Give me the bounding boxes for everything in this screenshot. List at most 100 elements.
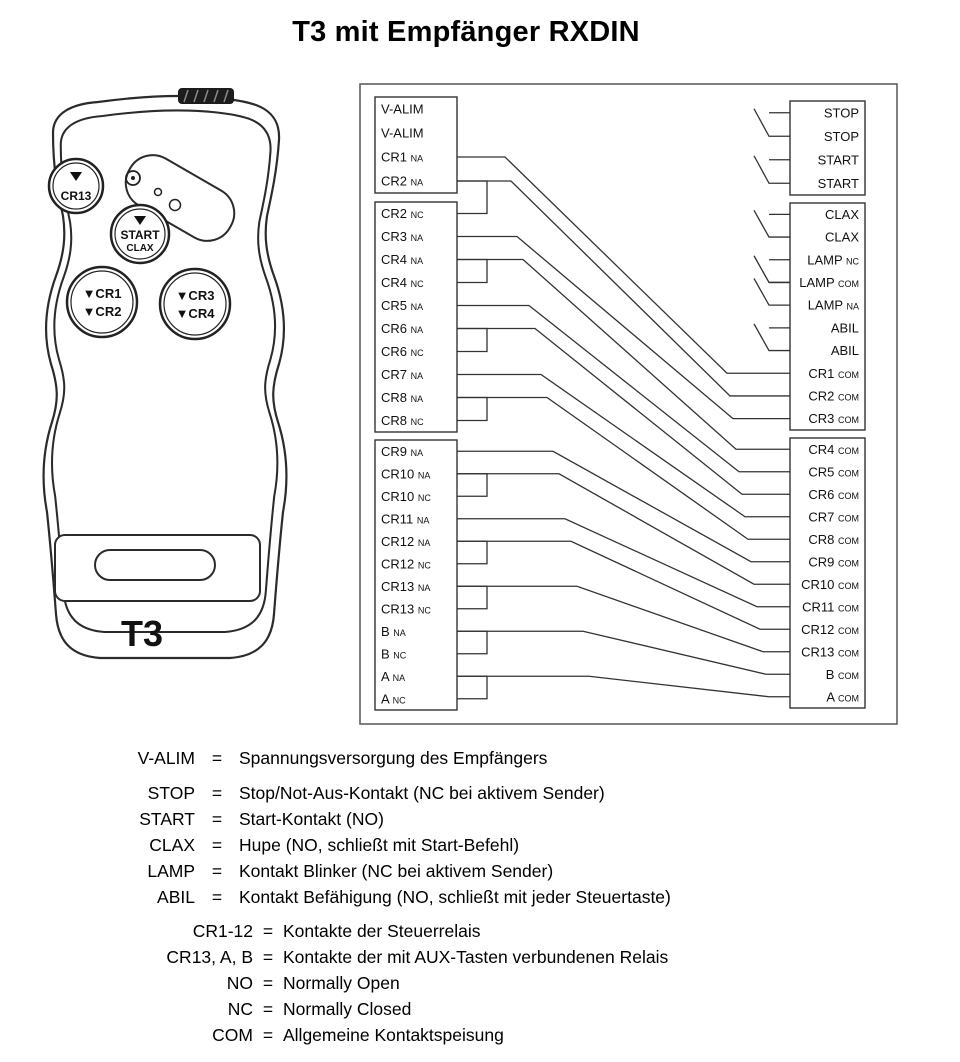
switch-contact [753, 323, 790, 352]
legend-contacts: CR1-12 = Kontakte der Steuerrelais CR13,… [118, 921, 918, 1051]
wire [457, 540, 790, 630]
legend-row: NO = Normally Open [118, 973, 918, 999]
terminal-label: CR11 COM [802, 599, 859, 614]
legend-desc: Allgemeine Kontaktspeisung [283, 1025, 504, 1045]
terminal-label: CR10 NC [381, 489, 431, 504]
down-arrow-icon [134, 216, 146, 225]
terminal-label: CR7 NA [381, 367, 423, 382]
switch-contact [753, 210, 790, 238]
diagram-border [359, 83, 898, 725]
button-cr3-cr4: ▼CR3 ▼CR4 [158, 267, 232, 341]
terminal-label: CLAX [825, 230, 859, 245]
contact-bracket [457, 180, 488, 215]
legend-row: CR1-12 = Kontakte der Steuerrelais [118, 921, 918, 947]
led-dot [131, 176, 135, 180]
terminal-label: CR12 COM [801, 622, 859, 637]
terminal-label: CR10 COM [801, 577, 859, 592]
legend-term: START [139, 809, 195, 829]
terminal-label: CR5 NA [381, 298, 423, 313]
terminal-block [374, 201, 458, 433]
equals-sign: = [262, 999, 274, 1019]
legend-term: NC [227, 999, 253, 1019]
legend-desc: Hupe (NO, schließt mit Start-Befehl) [239, 835, 520, 855]
terminal-label: CR11 NA [381, 511, 429, 526]
terminal-label: STOP [824, 129, 859, 144]
legend-desc: Spannungsversorgung des Empfängers [239, 748, 548, 768]
terminal-label: LAMP NA [808, 298, 859, 313]
terminal-label: CR4 COM [808, 442, 859, 457]
terminal-label: STOP [824, 105, 859, 120]
battery-latch [94, 549, 216, 581]
legend-term: CR13, A, B [166, 947, 253, 967]
contact-bracket [457, 540, 488, 565]
wire [457, 156, 790, 374]
terminal-label: CR10 NA [381, 466, 430, 481]
down-arrow-icon [70, 172, 82, 181]
contact-bracket [457, 258, 488, 284]
wire [457, 235, 790, 420]
terminal-label: CR13 NA [381, 579, 430, 594]
equals-sign: = [262, 1025, 274, 1045]
terminal-label: B NC [381, 646, 407, 661]
terminal-label: CR12 NA [381, 534, 430, 549]
switch-contact [753, 278, 790, 306]
terminal-label: LAMP COM [799, 275, 859, 290]
legend-desc: Normally Open [283, 973, 400, 993]
legend-signals: V-ALIM = Spannungsversorgung des Empfäng… [113, 748, 913, 913]
legend-row: LAMP = Kontakt Blinker (NC bei aktivem S… [113, 861, 913, 887]
contact-bracket [457, 630, 488, 655]
legend-term: CR1-12 [192, 921, 253, 941]
terminal-label: CR2 NA [381, 174, 423, 189]
button-cr4-label: ▼CR4 [176, 306, 216, 321]
button-start-clax: START CLAX [109, 203, 171, 265]
legend-term: COM [212, 1025, 253, 1045]
button-cr2-label: ▼CR2 [83, 304, 122, 319]
terminal-block [374, 439, 458, 711]
equals-sign: = [211, 809, 223, 829]
terminal-label: CR7 COM [808, 509, 859, 524]
wire [457, 327, 790, 495]
model-label: T3 [121, 613, 163, 654]
remote-svg: CR13 START CLAX ▼CR1 ▼CR2 ▼CR3 [42, 88, 288, 660]
legend-term: LAMP [147, 861, 195, 881]
legend-row: NC = Normally Closed [118, 999, 918, 1025]
terminal-label: CR5 COM [808, 464, 859, 479]
legend-term: ABIL [157, 887, 195, 907]
led-ring [125, 170, 141, 186]
button-cr1-cr2: ▼CR1 ▼CR2 [65, 265, 139, 339]
led-small [153, 187, 163, 197]
terminal-label: CR9 COM [808, 554, 859, 569]
legend-desc: Kontakte der mit AUX-Tasten verbundenen … [283, 947, 669, 967]
legend-row: START = Start-Kontakt (NO) [113, 809, 913, 835]
terminal-label: CR2 COM [808, 388, 859, 403]
terminal-label: V-ALIM [381, 126, 424, 141]
transmitter-illustration: CR13 START CLAX ▼CR1 ▼CR2 ▼CR3 [8, 88, 318, 688]
terminal-label: CR3 COM [808, 411, 859, 426]
wire [457, 518, 790, 608]
contact-bracket [457, 675, 488, 700]
equals-sign: = [211, 861, 223, 881]
legend-row: V-ALIM = Spannungsversorgung des Empfäng… [113, 748, 913, 774]
terminal-label: CR4 NC [381, 275, 424, 290]
belt-clip-hatching [183, 89, 229, 103]
terminal-label: CR13 COM [801, 644, 859, 659]
terminal-label: START [818, 152, 859, 167]
legend-term: NO [226, 973, 253, 993]
button-cr13-label: CR13 [61, 189, 92, 203]
terminal-block [789, 100, 866, 196]
legend-row: ABIL = Kontakt Befähigung (NO, schließt … [113, 887, 913, 913]
terminal-label: CR1 COM [808, 366, 859, 381]
legend-term: STOP [147, 783, 195, 803]
wire [457, 585, 790, 653]
terminal-label: CR13 NC [381, 601, 431, 616]
equals-sign: = [262, 947, 274, 967]
wire [457, 396, 790, 540]
legend-term: CLAX [149, 835, 195, 855]
switch-contact [753, 108, 790, 137]
terminal-block [374, 96, 458, 194]
terminal-label: A COM [826, 689, 859, 704]
terminal-label: CR3 NA [381, 229, 423, 244]
